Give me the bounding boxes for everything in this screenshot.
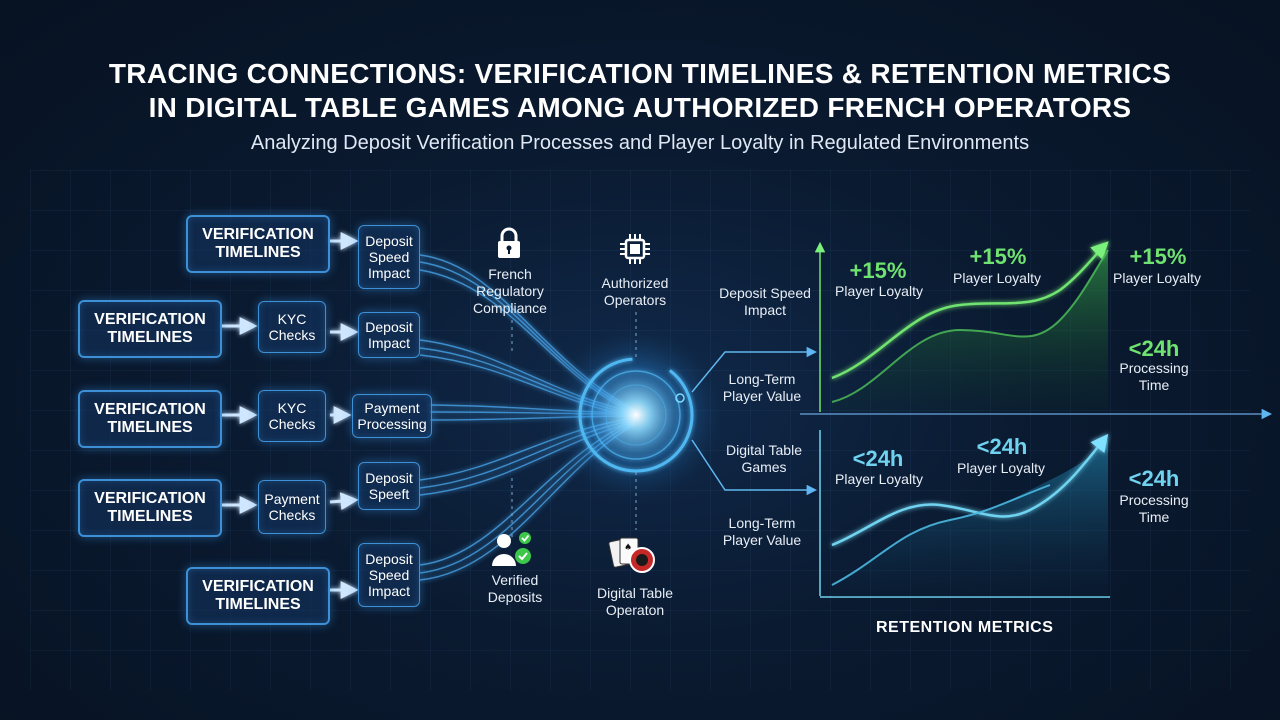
chart-connectors <box>691 346 818 496</box>
verification-timelines-box: VERIFICATION TIMELINES <box>78 390 222 448</box>
deposit-speed-impact-label: Deposit Speed Impact <box>719 285 811 318</box>
bottom-ann2-label: Player Loyalty <box>957 460 1045 476</box>
top-ann1-value: +15% <box>849 258 907 283</box>
top-ann1-label: Player Loyalty <box>835 283 923 299</box>
long-term-player-value-label: Long-Term Player Value <box>722 515 802 548</box>
bottom-ann1-value: <24h <box>852 446 904 471</box>
page-title-line2: IN DIGITAL TABLE GAMES AMONG AUTHORIZED … <box>148 92 1132 123</box>
top-side-value: <24h <box>1128 336 1180 361</box>
deposit-speed-impact-box: Deposit Speed Impact <box>358 225 420 289</box>
hub-glow <box>541 320 731 510</box>
verification-timelines-box: VERIFICATION TIMELINES <box>186 567 330 625</box>
bottom-ann1-label: Player Loyalty <box>835 471 923 487</box>
lock-icon <box>498 227 520 258</box>
long-term-player-value-label: Long-Term Player Value <box>722 371 802 404</box>
verified-user-icon <box>492 532 531 566</box>
kyc-checks-box: KYC Checks <box>258 390 326 442</box>
page-title-line1: TRACING CONNECTIONS: VERIFICATION TIMELI… <box>108 58 1172 89</box>
verification-timelines-box: VERIFICATION TIMELINES <box>78 300 222 358</box>
hub-rings <box>578 357 694 473</box>
bottom-chart <box>819 430 1110 598</box>
french-regulatory-compliance-label: French Regulatory Compliance <box>473 266 547 316</box>
deposit-speed-impact-box: Deposit Speed Impact <box>358 543 420 607</box>
playing-cards-icon: ♠ <box>608 537 655 573</box>
verification-timelines-box: VERIFICATION TIMELINES <box>78 479 222 537</box>
page-subtitle: Analyzing Deposit Verification Processes… <box>250 132 1030 154</box>
top-ann3-label: Player Loyalty <box>1113 270 1201 286</box>
deposit-speed-box: Deposit Speeft <box>358 462 420 510</box>
top-ann3-value: +15% <box>1129 244 1187 269</box>
bottom-side-label: Processing Time <box>1119 492 1189 525</box>
payment-checks-box: Payment Checks <box>258 480 326 534</box>
top-ann2-label: Player Loyalty <box>953 270 1041 286</box>
top-side-label: Processing Time <box>1119 360 1189 393</box>
top-chart <box>800 241 1273 420</box>
digital-table-games-label: Digital Table Games <box>725 442 802 475</box>
box-arrows <box>222 232 359 599</box>
hub-node <box>675 393 685 403</box>
kyc-checks-box: KYC Checks <box>258 301 326 353</box>
verification-timelines-box: VERIFICATION TIMELINES <box>186 215 330 273</box>
bottom-side-value: <24h <box>1128 466 1180 491</box>
retention-metrics-title: RETENTION METRICS <box>876 619 1054 636</box>
hub-label-links <box>511 312 637 540</box>
svg-text:♠: ♠ <box>624 543 632 553</box>
digital-table-operator-label: Digital Table Operaton <box>596 585 673 618</box>
top-ann2-value: +15% <box>969 244 1027 269</box>
verified-deposits-label: Verified Deposits <box>487 572 543 605</box>
authorized-operators-label: Authorized Operators <box>601 275 669 308</box>
chip-icon <box>620 234 650 264</box>
bottom-ann2-value: <24h <box>976 434 1028 459</box>
deposit-impact-box: Deposit Impact <box>358 312 420 358</box>
payment-processing-box: Payment Processing <box>352 394 432 438</box>
